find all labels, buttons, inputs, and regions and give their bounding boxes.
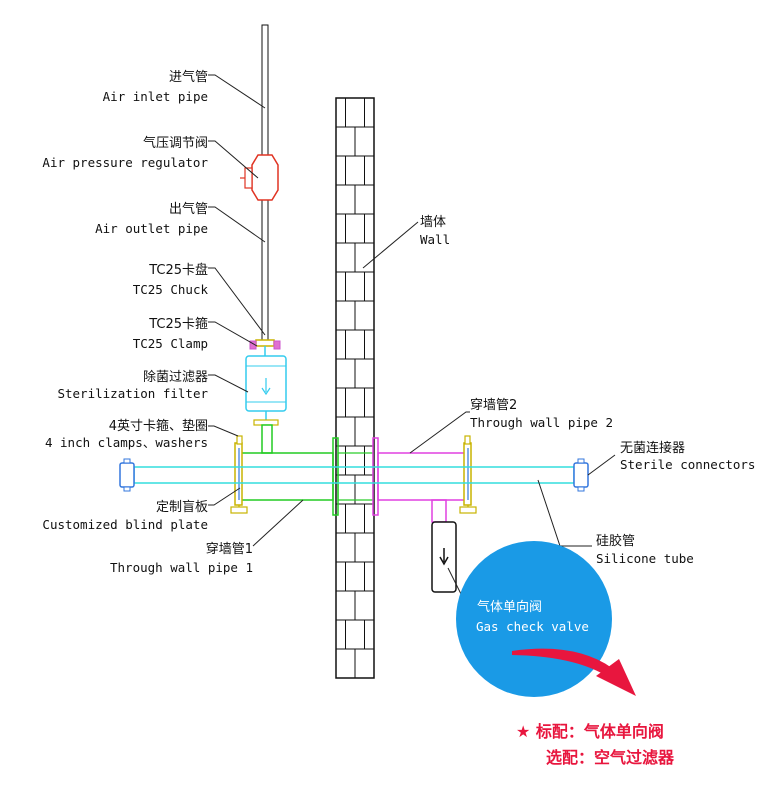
through-wall-pipe-1-label-cn: 穿墙管1 (206, 541, 253, 557)
blind-plate-right (459, 435, 477, 514)
air-pressure-regulator (240, 154, 279, 201)
air-outlet-pipe-label-cn: 出气管 (169, 201, 208, 217)
tc25-chuck-label-cn: TC25卡盘 (148, 262, 208, 278)
air-outlet-pipe-label-en: Air outlet pipe (95, 221, 208, 236)
blind-plate-label-cn: 定制盲板 (156, 499, 208, 515)
sterile-connectors-label-en: Sterile connectors (620, 457, 755, 472)
down-arrow-icon (261, 378, 271, 396)
through-wall-pipe-2-label-cn: 穿墙管2 (470, 397, 517, 413)
clamps-washers-label-en: 4 inch clamps、washers (45, 435, 208, 450)
leader-lines (208, 74, 616, 597)
gas-check-valve-label-cn: 气体单向阀 (477, 599, 542, 615)
gas-check-valve (431, 521, 457, 593)
through-wall-pipe-1-label-en: Through wall pipe 1 (110, 560, 253, 575)
tc25-clamp (249, 339, 281, 356)
sterile-connector-right (573, 458, 589, 492)
through-wall-pipe-2-label-en: Through wall pipe 2 (470, 415, 613, 430)
down-arrow-icon (439, 548, 449, 566)
wall-label-cn: 墙体 (420, 215, 446, 230)
air-pressure-regulator-label-cn: 气压调节阀 (143, 135, 208, 151)
tc25-clamp-label-cn: TC25卡箍 (148, 316, 208, 332)
wall (335, 97, 375, 679)
note-optional: 选配：空气过滤器 (546, 748, 675, 767)
gas-check-valve-label-en: Gas check valve (476, 619, 589, 634)
blind-plate-label-en: Customized blind plate (42, 517, 208, 532)
tee-fitting (261, 424, 273, 454)
tc25-chuck-label-en: TC25 Chuck (133, 282, 209, 297)
gas-check-valve-callout: 气体单向阀 Gas check valve (456, 541, 612, 697)
left-labels: 进气管 Air inlet pipe 气压调节阀 Air pressure re… (42, 69, 253, 575)
clamps-washers-label-cn: 4英寸卡箍、垫圈 (109, 418, 208, 434)
tc25-clamp-label-en: TC25 Clamp (133, 336, 208, 351)
sterilization-filter (245, 355, 287, 426)
silicone-tube-label-cn: 硅胶管 (596, 533, 635, 549)
sterile-connectors-label-cn: 无菌连接器 (620, 440, 685, 456)
sterilization-filter-label-en: Sterilization filter (57, 386, 208, 401)
air-inlet-pipe-label-en: Air inlet pipe (103, 89, 208, 104)
configuration-note: ★ 标配：气体单向阀 选配：空气过滤器 (516, 722, 675, 767)
sterilization-filter-label-cn: 除菌过滤器 (143, 370, 208, 385)
air-pressure-regulator-label-en: Air pressure regulator (42, 155, 208, 170)
note-standard: ★ 标配：气体单向阀 (516, 722, 664, 741)
air-inlet-pipe-label-cn: 进气管 (169, 69, 208, 85)
wall-label-en: Wall (420, 232, 450, 247)
blind-plate-left (230, 435, 248, 514)
silicone-tube-label-en: Silicone tube (596, 551, 694, 566)
sterile-connector-left (119, 458, 135, 492)
curved-arrow-icon (512, 648, 636, 696)
through-wall-pipe-2 (372, 437, 468, 523)
right-labels: 墙体 Wall 穿墙管2 Through wall pipe 2 无菌连接器 S… (420, 215, 755, 566)
